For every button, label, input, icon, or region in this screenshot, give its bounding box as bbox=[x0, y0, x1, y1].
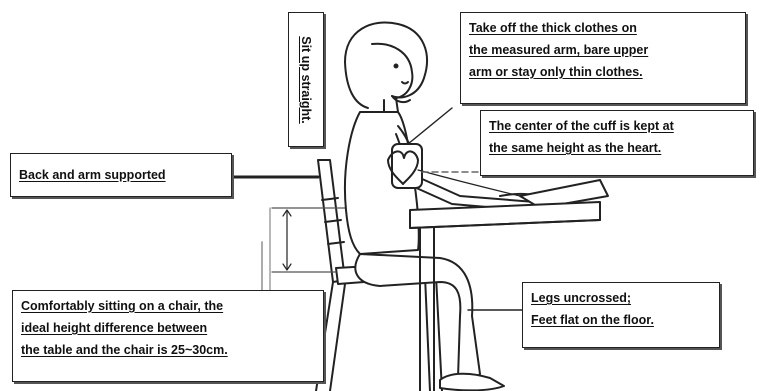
clothes-line-3: arm or stay only thin clothes. bbox=[469, 61, 737, 83]
sitting-line-3: the table and the chair is 25~30cm. bbox=[21, 339, 315, 361]
clothes-line-1: Take off the thick clothes on bbox=[469, 17, 737, 39]
back-arm-text: Back and arm supported bbox=[19, 158, 223, 192]
legs-line-1: Legs uncrossed; bbox=[531, 287, 711, 309]
cuff-line-2: the same height as the heart. bbox=[489, 137, 745, 159]
cuff-line-1: The center of the cuff is kept at bbox=[489, 115, 745, 137]
legs-line-2: Feet flat on the floor. bbox=[531, 309, 711, 331]
clothes-line-2: the measured arm, bare upper bbox=[469, 39, 737, 61]
cuff-height-callout: The center of the cuff is kept at the sa… bbox=[480, 110, 754, 176]
sitting-callout: Comfortably sitting on a chair, the idea… bbox=[12, 290, 324, 382]
sit-up-straight-text: Sit up straight. bbox=[299, 36, 313, 124]
legs-callout: Legs uncrossed; Feet flat on the floor. bbox=[522, 282, 720, 348]
clothes-callout: Take off the thick clothes on the measur… bbox=[460, 12, 746, 104]
back-arm-callout: Back and arm supported bbox=[10, 153, 232, 197]
sitting-line-2: ideal height difference between bbox=[21, 317, 315, 339]
sitting-line-1: Comfortably sitting on a chair, the bbox=[21, 295, 315, 317]
sit-up-straight-label: Sit up straight. bbox=[288, 12, 324, 147]
